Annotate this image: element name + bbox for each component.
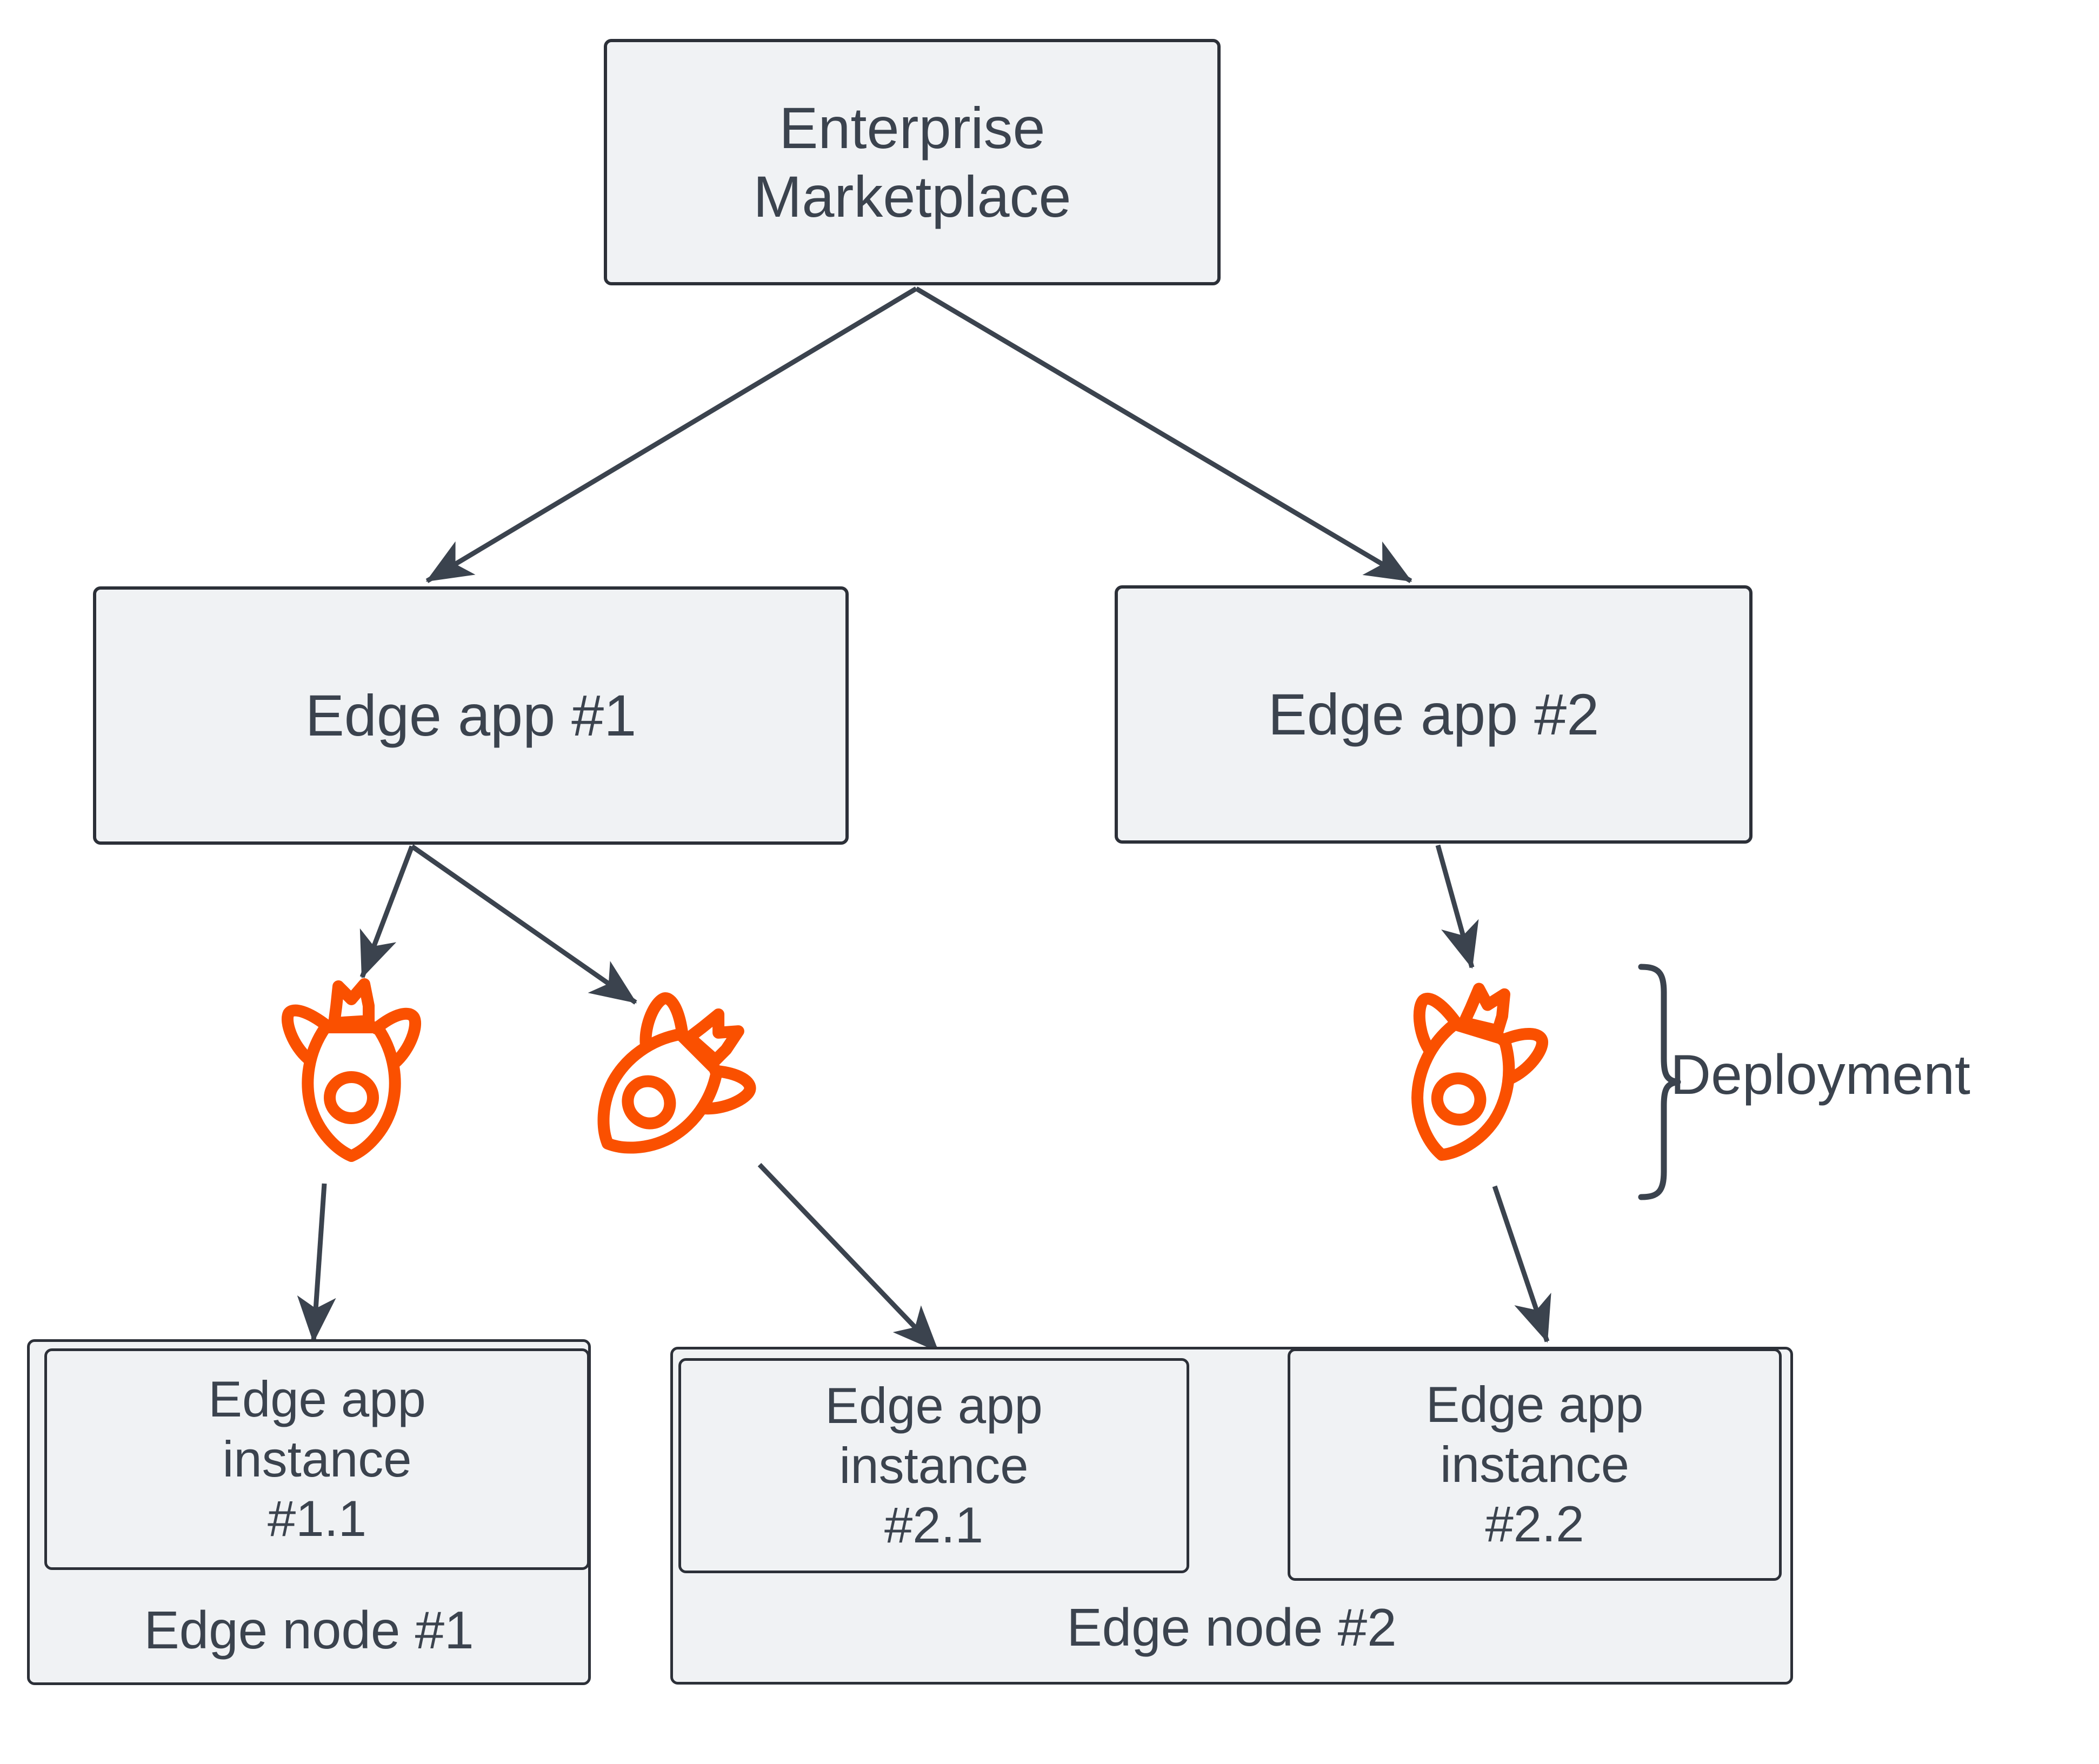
connector-app1-to-deployment1 [359,845,415,979]
edge-app-instance-2-2-node[interactable]: Edge app instance #2.2 [1288,1348,1782,1581]
connector-marketplace-to-app1 [425,286,918,583]
edge-app-instance-1-1-node[interactable]: Edge app instance #1.1 [44,1348,590,1570]
crowned-rocket-icon [548,959,793,1204]
connector-app1-to-deployment2 [410,844,637,1005]
connector-deployment3-to-instance22 [1492,1185,1551,1343]
edge-node-2-label: Edge node #2 [1067,1598,1397,1658]
edge-app-instance-2-1-label: Edge app instance #2.1 [825,1377,1043,1554]
enterprise-marketplace-node[interactable]: Enterprise Marketplace [604,39,1221,285]
edge-node-1-label: Edge node #1 [144,1600,474,1660]
connector-app2-to-deployment3 [1435,844,1479,969]
connector-deployment1-to-instance11 [297,1183,336,1343]
edge-app-1-node[interactable]: Edge app #1 [93,586,849,845]
edge-app-2-label: Edge app #2 [1268,681,1600,747]
edge-app-2-node[interactable]: Edge app #2 [1115,585,1753,844]
connector-marketplace-to-app2 [915,286,1412,583]
deployment-legend-label: Deployment [1670,1044,1970,1106]
enterprise-marketplace-label: Enterprise Marketplace [753,95,1071,229]
connector-deployment2-to-instance21 [757,1162,940,1353]
edge-app-instance-2-1-node[interactable]: Edge app instance #2.1 [678,1358,1189,1573]
edge-app-instance-2-2-label: Edge app instance #2.2 [1425,1375,1644,1553]
crowned-rocket-icon [276,970,427,1165]
edge-app-1-label: Edge app #1 [305,683,637,749]
edge-app-instance-1-1-label: Edge app instance #1.1 [208,1370,426,1547]
crowned-rocket-icon [1367,955,1568,1185]
